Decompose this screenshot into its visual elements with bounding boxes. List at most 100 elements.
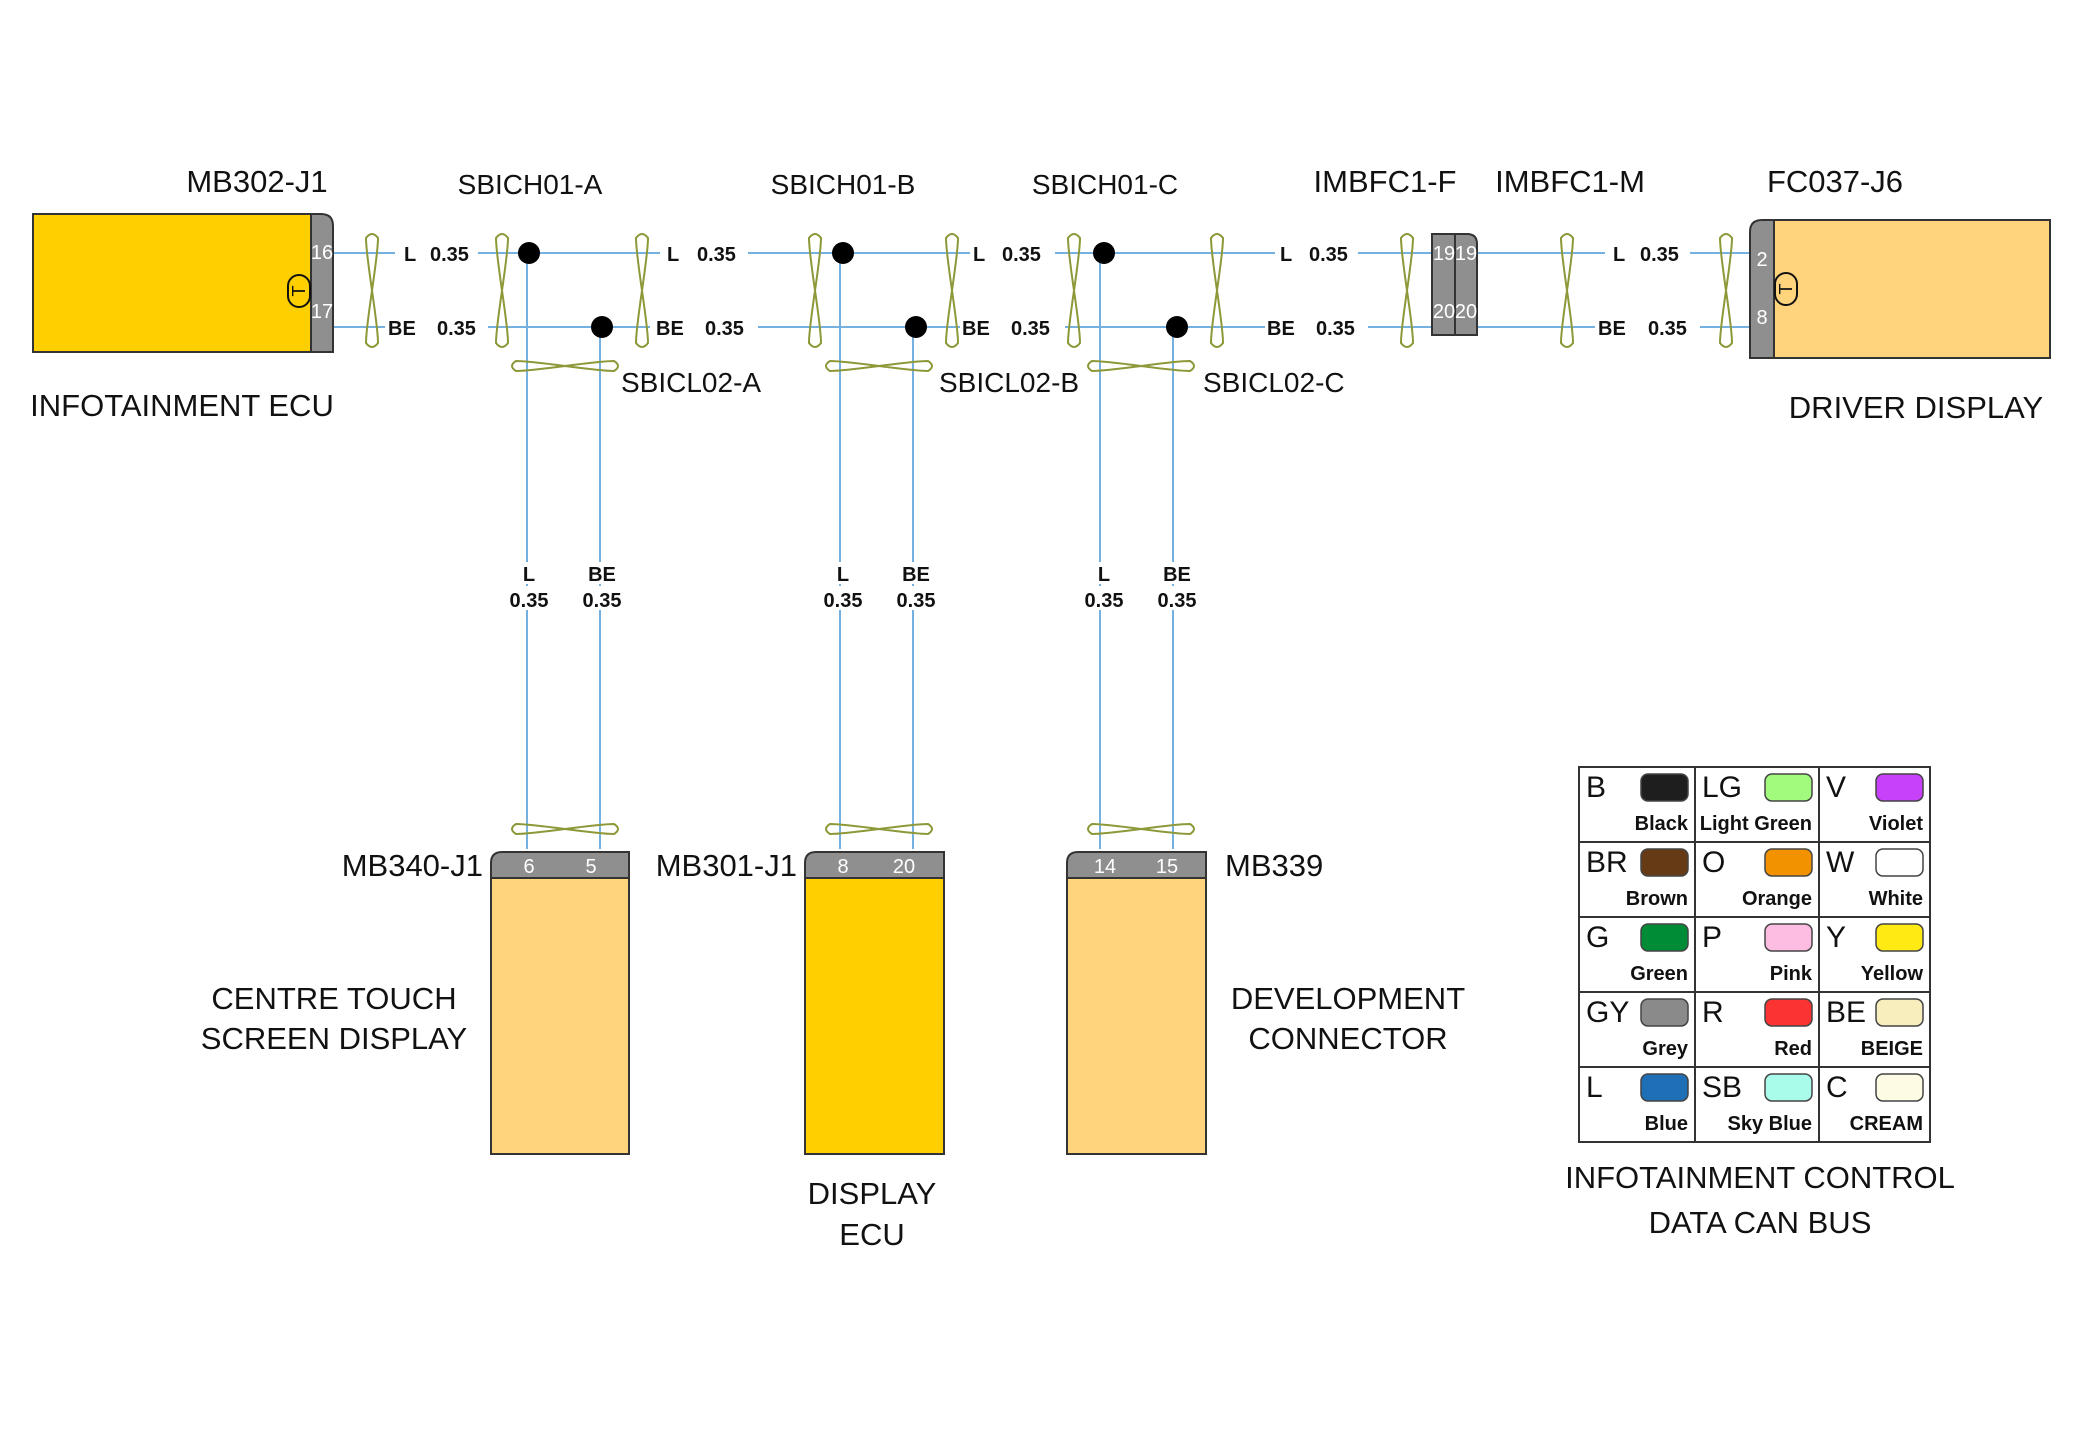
svg-text:T: T xyxy=(1776,284,1796,295)
development-connector-body[interactable] xyxy=(1066,877,1207,1155)
wire-size: 0.35 xyxy=(1648,318,1687,340)
wire-color-code: BE xyxy=(1163,564,1191,586)
twist-marker xyxy=(807,233,823,348)
branch-wire-labels: L 0.35 BE 0.35 L 0.35 BE 0.35 L 0.35 BE … xyxy=(505,562,1199,612)
legend-name: Grey xyxy=(1642,1038,1688,1060)
pin-block xyxy=(804,851,945,879)
legend-code: R xyxy=(1702,996,1724,1029)
twist-marker xyxy=(1066,233,1082,348)
twist-marker xyxy=(1087,822,1195,836)
infotainment-ecu-body[interactable] xyxy=(32,213,312,353)
wire-color-code: L xyxy=(667,244,679,266)
driver-display[interactable]: 2 8 T FC037-J6 DRIVER DISPLAY xyxy=(1749,164,2051,425)
twisted-pair-markers xyxy=(364,233,1734,348)
legend-name: CREAM xyxy=(1850,1113,1923,1135)
component-name-line1: CENTRE TOUCH xyxy=(211,981,456,1016)
legend-name: Red xyxy=(1774,1038,1812,1060)
splice-label: SBICH01-A xyxy=(458,169,603,200)
pin-number: 5 xyxy=(585,856,596,878)
wire-size: 0.35 xyxy=(697,244,736,266)
legend-code: GY xyxy=(1586,996,1629,1029)
connector-label-female: IMBFC1-F xyxy=(1314,164,1457,199)
legend-swatch xyxy=(1640,923,1689,952)
legend-code: Y xyxy=(1826,921,1846,954)
legend-code: BR xyxy=(1586,846,1628,879)
connector-label: MB301-J1 xyxy=(656,848,797,883)
wire-color-code: BE xyxy=(588,564,616,586)
development-connector[interactable]: 14 15 MB339 DEVELOPMENT CONNECTOR xyxy=(1066,848,1465,1155)
legend-swatch xyxy=(1764,998,1813,1027)
diagram-title-line1: INFOTAINMENT CONTROL xyxy=(1565,1160,1955,1195)
twist-marker xyxy=(1559,233,1575,348)
legend-name: Violet xyxy=(1869,813,1923,835)
wire-color-code: BE xyxy=(962,318,990,340)
wire-size: 0.35 xyxy=(824,590,863,612)
driver-display-body[interactable] xyxy=(1773,219,2051,359)
wire-size: 0.35 xyxy=(1640,244,1679,266)
legend-cell-gy: GY Grey xyxy=(1578,991,1696,1068)
splice-dot-sbich01-c[interactable] xyxy=(1093,242,1115,264)
branch-a-labels: L 0.35 BE 0.35 xyxy=(505,562,622,612)
legend-cell-r: R Red xyxy=(1694,991,1820,1068)
wire-size: 0.35 xyxy=(1316,318,1355,340)
terminator-icon: T xyxy=(287,274,311,308)
splice-dot-sbich01-a[interactable] xyxy=(518,242,540,264)
wire-color-code: BE xyxy=(388,318,416,340)
legend-name: Orange xyxy=(1742,888,1812,910)
legend-name: BEIGE xyxy=(1861,1038,1923,1060)
branch-c-labels: L 0.35 BE 0.35 xyxy=(1081,562,1199,612)
legend-code: O xyxy=(1702,846,1725,879)
legend-code: W xyxy=(1826,846,1855,879)
splice-dot-sbich01-b[interactable] xyxy=(832,242,854,264)
display-ecu[interactable]: 8 20 MB301-J1 DISPLAY ECU xyxy=(656,848,945,1252)
legend-swatch xyxy=(1764,923,1813,952)
wire-size: 0.35 xyxy=(705,318,744,340)
svg-text:T: T xyxy=(289,286,309,297)
wire-labels-high: L 0.35 L 0.35 L 0.35 L 0.35 L 0.35 xyxy=(395,240,1690,266)
centre-touch-body[interactable] xyxy=(490,877,630,1155)
twist-marker xyxy=(511,359,619,373)
inline-connector-imbfc1[interactable]: 19 19 20 20 IMBFC1-F IMBFC1-M xyxy=(1314,164,1645,336)
wire-color-code: BE xyxy=(902,564,930,586)
legend-swatch xyxy=(1640,1073,1689,1102)
splice-dots xyxy=(518,242,1188,338)
legend-swatch xyxy=(1640,848,1689,877)
component-name-line1: DEVELOPMENT xyxy=(1231,981,1465,1016)
display-ecu-body[interactable] xyxy=(804,877,945,1155)
legend-name: Brown xyxy=(1626,888,1688,910)
component-name-line1: DISPLAY xyxy=(808,1176,937,1211)
legend-code: L xyxy=(1586,1071,1603,1104)
twist-marker xyxy=(825,822,933,836)
terminator-icon: T xyxy=(1774,272,1798,306)
twist-marker xyxy=(944,233,960,348)
pin-number: 2 xyxy=(1756,249,1767,271)
legend-swatch xyxy=(1875,923,1924,952)
twisted-pair-markers-branch xyxy=(511,359,1195,836)
splice-label: SBICL02-C xyxy=(1203,367,1345,398)
centre-touch-screen-display[interactable]: 6 5 MB340-J1 CENTRE TOUCH SCREEN DISPLAY xyxy=(201,848,630,1155)
wire-size: 0.35 xyxy=(430,244,469,266)
wire-color-code: L xyxy=(404,244,416,266)
splice-dot-sbicl02-b[interactable] xyxy=(905,316,927,338)
wire-color-code: BE xyxy=(656,318,684,340)
inline-connector-male[interactable] xyxy=(1454,233,1478,336)
wire-size: 0.35 xyxy=(1158,590,1197,612)
infotainment-ecu[interactable]: 16 17 T MB302-J1 INFOTAINMENT ECU xyxy=(30,164,334,423)
wire-size: 0.35 xyxy=(437,318,476,340)
pin-number: 17 xyxy=(311,301,333,323)
component-name: INFOTAINMENT ECU xyxy=(30,388,334,423)
pin-number: 19 xyxy=(1455,243,1477,265)
splice-dot-sbicl02-a[interactable] xyxy=(591,316,613,338)
wire-color-code: BE xyxy=(1267,318,1295,340)
pin-number: 8 xyxy=(837,856,848,878)
pin-number: 8 xyxy=(1756,307,1767,329)
connector-label: MB340-J1 xyxy=(342,848,483,883)
wire-size: 0.35 xyxy=(1002,244,1041,266)
splice-dot-sbicl02-c[interactable] xyxy=(1166,316,1188,338)
component-name-line2: ECU xyxy=(839,1217,904,1252)
